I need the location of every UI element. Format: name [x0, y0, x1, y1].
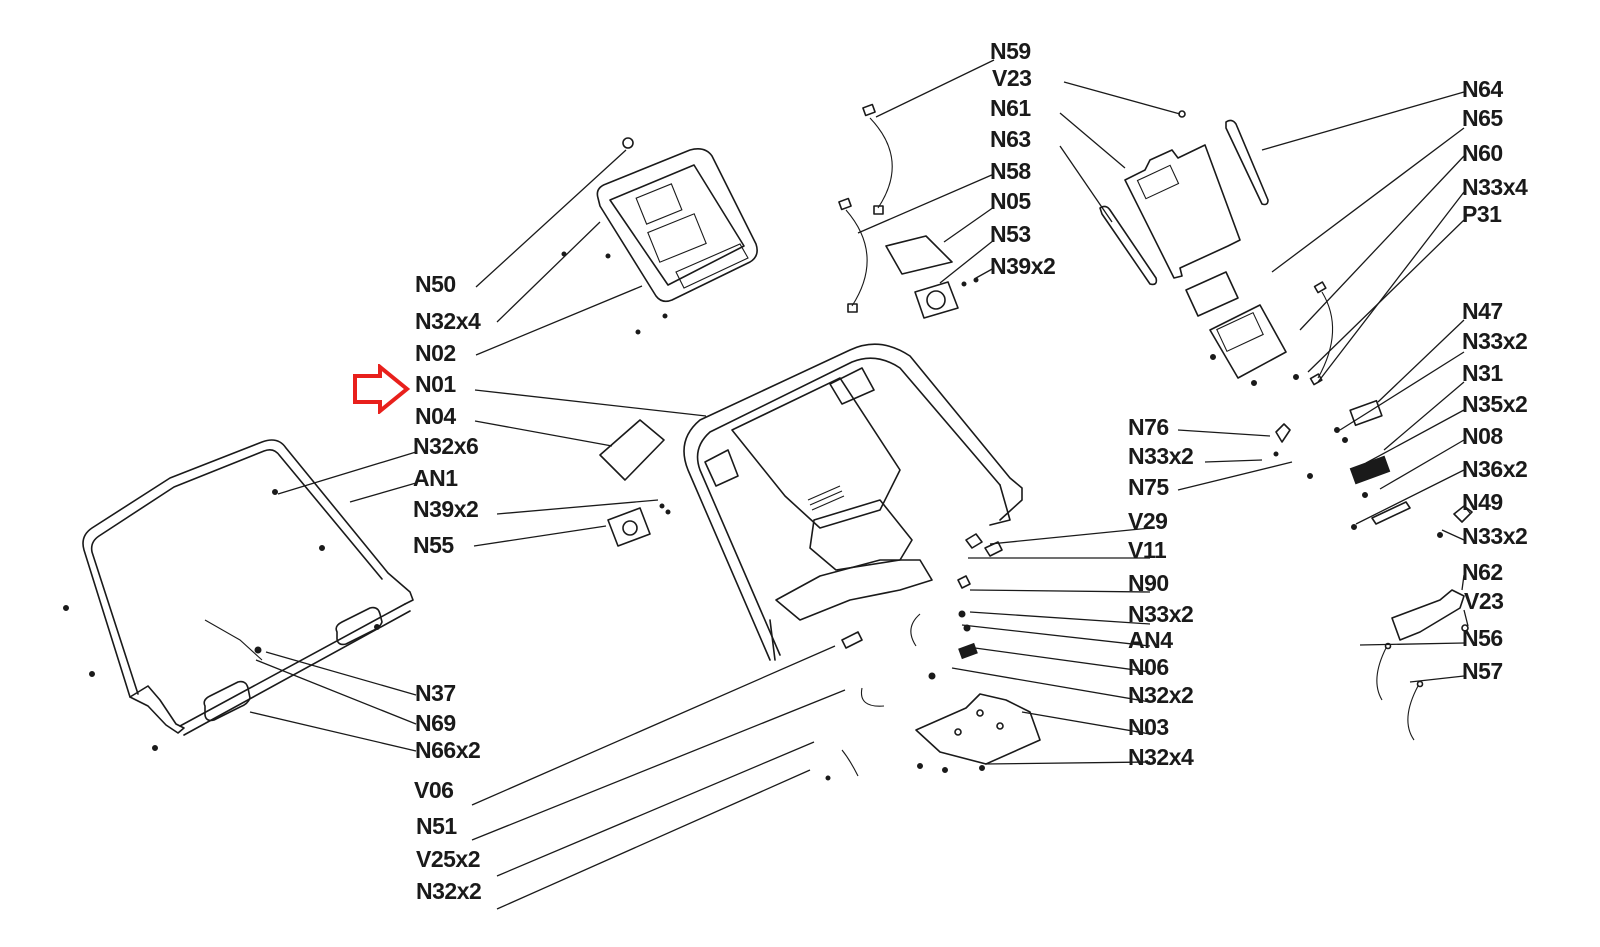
label-n01: N01	[415, 371, 456, 397]
label-n33x2-d: N33x2	[1128, 601, 1194, 627]
label-n56: N56	[1462, 625, 1503, 651]
label-p31: P31	[1462, 201, 1502, 227]
label-n33x2-b: N33x2	[1462, 523, 1528, 549]
bottom-center-parts	[825, 533, 1041, 781]
label-n61: N61	[990, 95, 1031, 121]
label-n08: N08	[1462, 423, 1503, 449]
label-n35x2: N35x2	[1462, 391, 1528, 417]
label-n39x2-left: N39x2	[413, 496, 479, 522]
left-small-parts	[599, 419, 671, 547]
label-n06: N06	[1128, 654, 1169, 680]
label-n69: N69	[415, 710, 456, 736]
label-n32x4-bottom: N32x4	[1128, 744, 1194, 770]
label-n02: N02	[415, 340, 456, 366]
label-v29: V29	[1128, 508, 1168, 534]
right-small-parts	[1273, 399, 1473, 741]
label-n62: N62	[1462, 559, 1503, 585]
label-n51: N51	[416, 813, 457, 839]
cable-group-top	[838, 103, 979, 319]
label-an4: AN4	[1128, 627, 1173, 653]
label-n32x2-bottom: N32x2	[416, 878, 482, 904]
label-n04: N04	[415, 403, 456, 429]
label-n63: N63	[990, 126, 1031, 152]
label-n31: N31	[1462, 360, 1503, 386]
leader-lines	[249, 59, 1471, 910]
label-n66x2: N66x2	[415, 737, 481, 763]
display-console-part	[561, 137, 758, 335]
label-n03: N03	[1128, 714, 1169, 740]
label-n55: N55	[413, 532, 454, 558]
label-v06: V06	[414, 777, 454, 803]
handrail-frame-part	[63, 439, 414, 751]
label-n53: N53	[990, 221, 1031, 247]
label-n39x2-top: N39x2	[990, 253, 1056, 279]
label-n65: N65	[1462, 105, 1503, 131]
label-n58: N58	[990, 158, 1031, 184]
label-n32x6: N32x6	[413, 433, 479, 459]
label-n60: N60	[1462, 140, 1503, 166]
label-n33x2-c: N33x2	[1128, 443, 1194, 469]
upper-panel-group	[1099, 110, 1334, 386]
label-v23-top: V23	[992, 65, 1032, 91]
label-n49: N49	[1462, 489, 1503, 515]
label-v23-right: V23	[1464, 588, 1504, 614]
label-n05: N05	[990, 188, 1031, 214]
label-n90: N90	[1128, 570, 1169, 596]
label-n76: N76	[1128, 414, 1169, 440]
label-n32x4-left: N32x4	[415, 308, 481, 334]
label-n37: N37	[415, 680, 456, 706]
label-n57: N57	[1462, 658, 1503, 684]
label-n36x2: N36x2	[1462, 456, 1528, 482]
label-n33x4: N33x4	[1462, 174, 1528, 200]
label-v25x2: V25x2	[416, 846, 481, 872]
label-n47: N47	[1462, 298, 1503, 324]
highlight-arrow-icon	[353, 364, 411, 414]
label-n75: N75	[1128, 474, 1169, 500]
label-n64: N64	[1462, 76, 1503, 102]
main-console-base-part	[683, 343, 1023, 661]
label-v11: V11	[1128, 537, 1167, 563]
label-n59: N59	[990, 38, 1031, 64]
label-n32x2-mid: N32x2	[1128, 682, 1194, 708]
label-an1: AN1	[413, 465, 458, 491]
label-n33x2-a: N33x2	[1462, 328, 1528, 354]
label-n50: N50	[415, 271, 456, 297]
